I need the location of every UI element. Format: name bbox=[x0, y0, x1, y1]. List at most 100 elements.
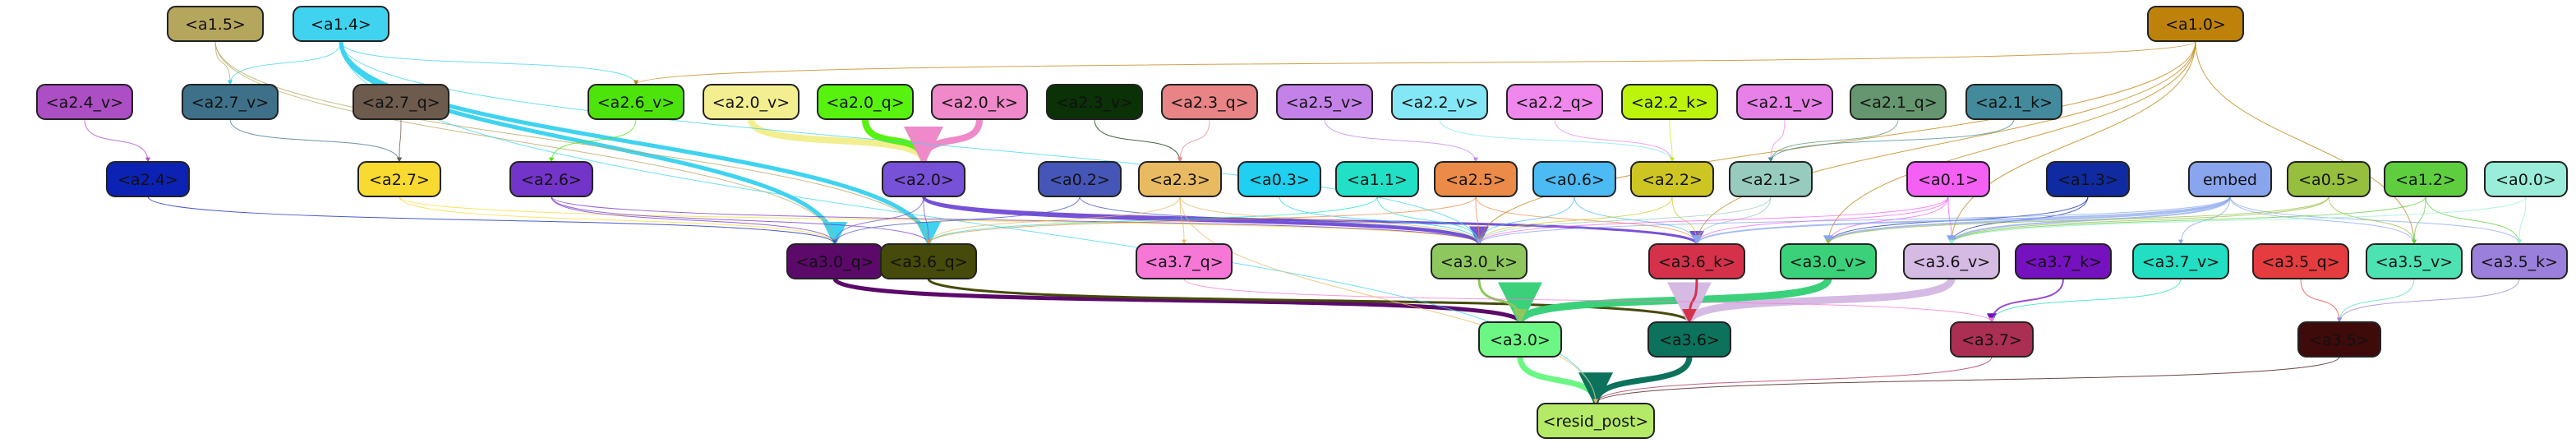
edge-a2.3-to-a3.6_q bbox=[926, 196, 1181, 245]
node-a2.2_q[interactable]: <a2.2_q> bbox=[1506, 84, 1603, 120]
node-a2.6[interactable]: <a2.6> bbox=[509, 161, 593, 197]
node-label: <a3.6_v> bbox=[1913, 253, 1990, 271]
node-a3.6_k[interactable]: <a3.6_k> bbox=[1648, 243, 1745, 279]
node-a3.5[interactable]: <a3.5> bbox=[2297, 321, 2381, 358]
node-a3.0_q[interactable]: <a3.0_q> bbox=[786, 243, 883, 279]
node-a2.1[interactable]: <a2.1> bbox=[1729, 161, 1813, 197]
node-a2.7[interactable]: <a2.7> bbox=[357, 161, 441, 197]
edge-a3.5_q-to-a3.5 bbox=[2300, 278, 2342, 323]
node-box bbox=[817, 84, 914, 120]
node-a3.5_v[interactable]: <a3.5_v> bbox=[2366, 243, 2463, 279]
node-label: <a1.1> bbox=[1347, 171, 1408, 189]
node-label: <a2.0_q> bbox=[826, 94, 904, 112]
node-label: <a2.6> bbox=[521, 171, 582, 189]
edge-a2.1_q-to-a2.1 bbox=[1768, 118, 1899, 163]
node-a0.1[interactable]: <a0.1> bbox=[1906, 161, 1990, 197]
node-resid_post[interactable]: <resid_post> bbox=[1537, 403, 1655, 439]
node-a2.4[interactable]: <a2.4> bbox=[106, 161, 190, 197]
node-label: <a2.3_q> bbox=[1170, 94, 1248, 112]
node-a2.3[interactable]: <a2.3> bbox=[1138, 161, 1222, 197]
node-box bbox=[588, 84, 684, 120]
edge-a2.5-to-a3.6_q bbox=[926, 196, 1477, 245]
node-a2.2_v[interactable]: <a2.2_v> bbox=[1391, 84, 1488, 120]
node-a0.5[interactable]: <a0.5> bbox=[2287, 161, 2371, 197]
node-a2.3_q[interactable]: <a2.3_q> bbox=[1161, 84, 1258, 120]
edge-a2.5_v-to-a2.5 bbox=[1324, 118, 1478, 163]
edge-a1.4-to-a2.6_v bbox=[340, 40, 638, 85]
node-a3.7[interactable]: <a3.7> bbox=[1950, 321, 2034, 358]
edge-embed-to-a3.5_k bbox=[2229, 196, 2522, 245]
node-a2.1_v[interactable]: <a2.1_v> bbox=[1736, 84, 1833, 120]
node-a2.0_k[interactable]: <a2.0_k> bbox=[931, 84, 1028, 120]
node-box bbox=[1906, 161, 1990, 197]
node-a1.3[interactable]: <a1.3> bbox=[2046, 161, 2130, 197]
edge-a0.2-to-a3.0_k bbox=[1079, 196, 1482, 245]
node-a2.6_v[interactable]: <a2.6_v> bbox=[588, 84, 684, 120]
node-a3.6_q[interactable]: <a3.6_q> bbox=[880, 243, 977, 279]
node-label: <a3.6> bbox=[1659, 331, 1720, 349]
node-a2.2[interactable]: <a2.2> bbox=[1630, 161, 1714, 197]
node-label: <a2.6_v> bbox=[597, 94, 675, 112]
node-a1.1[interactable]: <a1.1> bbox=[1335, 161, 1419, 197]
node-label: <a2.7_v> bbox=[191, 94, 269, 112]
node-a2.7_q[interactable]: <a2.7_q> bbox=[353, 84, 449, 120]
node-box bbox=[1478, 321, 1562, 358]
node-a0.3[interactable]: <a0.3> bbox=[1237, 161, 1321, 197]
node-a3.6_v[interactable]: <a3.6_v> bbox=[1903, 243, 2000, 279]
node-a2.1_k[interactable]: <a2.1_k> bbox=[1965, 84, 2062, 120]
node-a0.2[interactable]: <a0.2> bbox=[1038, 161, 1122, 197]
node-box bbox=[1276, 84, 1373, 120]
node-a3.7_v[interactable]: <a3.7_v> bbox=[2132, 243, 2229, 279]
node-a3.6[interactable]: <a3.6> bbox=[1647, 321, 1731, 358]
node-label: <resid_post> bbox=[1543, 413, 1649, 431]
node-a1.0[interactable]: <a1.0> bbox=[2147, 6, 2244, 42]
edge-a3.6-to-resid_post bbox=[1578, 356, 1693, 408]
node-box bbox=[1850, 84, 1947, 120]
node-a3.7_q[interactable]: <a3.7_q> bbox=[1136, 243, 1233, 279]
node-a1.2[interactable]: <a1.2> bbox=[2384, 161, 2468, 197]
edge-a0.6-to-a3.0_k bbox=[1477, 196, 1575, 245]
node-a2.4_v[interactable]: <a2.4_v> bbox=[36, 84, 133, 120]
node-label: <a2.0_v> bbox=[712, 94, 790, 112]
node-box bbox=[1434, 161, 1518, 197]
edge-a2.1-to-a3.6_k bbox=[1694, 196, 1772, 245]
node-a2.1_q[interactable]: <a2.1_q> bbox=[1850, 84, 1947, 120]
node-a1.5[interactable]: <a1.5> bbox=[167, 6, 264, 42]
edge-a1.5-to-a2.7_v bbox=[214, 40, 233, 85]
edge-a2.3_q-to-a2.3 bbox=[1177, 118, 1210, 163]
edge-embed-to-a3.6_k bbox=[1692, 196, 2231, 246]
node-a3.0[interactable]: <a3.0> bbox=[1478, 321, 1562, 358]
node-label: <a2.2_q> bbox=[1515, 94, 1593, 112]
node-label: <a2.2_v> bbox=[1401, 94, 1478, 112]
node-a3.7_k[interactable]: <a3.7_k> bbox=[2015, 243, 2112, 279]
node-box bbox=[931, 84, 1028, 120]
node-embed[interactable]: embed bbox=[2188, 161, 2272, 197]
node-a2.0[interactable]: <a2.0> bbox=[882, 161, 965, 197]
node-box bbox=[1621, 84, 1718, 120]
node-a2.0_v[interactable]: <a2.0_v> bbox=[703, 84, 800, 120]
edge-a2.4_v-to-a2.4 bbox=[84, 118, 150, 163]
node-a1.4[interactable]: <a1.4> bbox=[293, 6, 389, 42]
node-a0.0[interactable]: <a0.0> bbox=[2484, 161, 2568, 197]
node-a2.7_v[interactable]: <a2.7_v> bbox=[182, 84, 279, 120]
node-label: <a3.5> bbox=[2309, 331, 2370, 349]
node-a3.5_q[interactable]: <a3.5_q> bbox=[2252, 243, 2349, 279]
node-a3.0_k[interactable]: <a3.0_k> bbox=[1431, 243, 1528, 279]
node-a3.5_k[interactable]: <a3.5_k> bbox=[2471, 243, 2568, 279]
node-a2.2_k[interactable]: <a2.2_k> bbox=[1621, 84, 1718, 120]
edge-a2.3-to-resid_post bbox=[1179, 196, 1598, 404]
node-a2.5[interactable]: <a2.5> bbox=[1434, 161, 1518, 197]
node-label: <a3.0_v> bbox=[1790, 253, 1867, 271]
edge-a0.0-to-a3.6_v bbox=[1949, 196, 2527, 245]
edge-a3.7_v-to-a3.7 bbox=[1989, 278, 2182, 323]
node-box bbox=[1161, 84, 1258, 120]
node-label: embed bbox=[2203, 171, 2257, 189]
node-a0.6[interactable]: <a0.6> bbox=[1532, 161, 1616, 197]
node-a2.3_v[interactable]: <a2.3_v> bbox=[1046, 84, 1143, 120]
node-a2.5_v[interactable]: <a2.5_v> bbox=[1276, 84, 1373, 120]
node-box bbox=[703, 84, 800, 120]
node-a3.0_v[interactable]: <a3.0_v> bbox=[1780, 243, 1877, 279]
edge-a2.6-to-a3.0_q bbox=[551, 196, 837, 245]
node-box bbox=[1335, 161, 1419, 197]
node-a2.0_q[interactable]: <a2.0_q> bbox=[817, 84, 914, 120]
